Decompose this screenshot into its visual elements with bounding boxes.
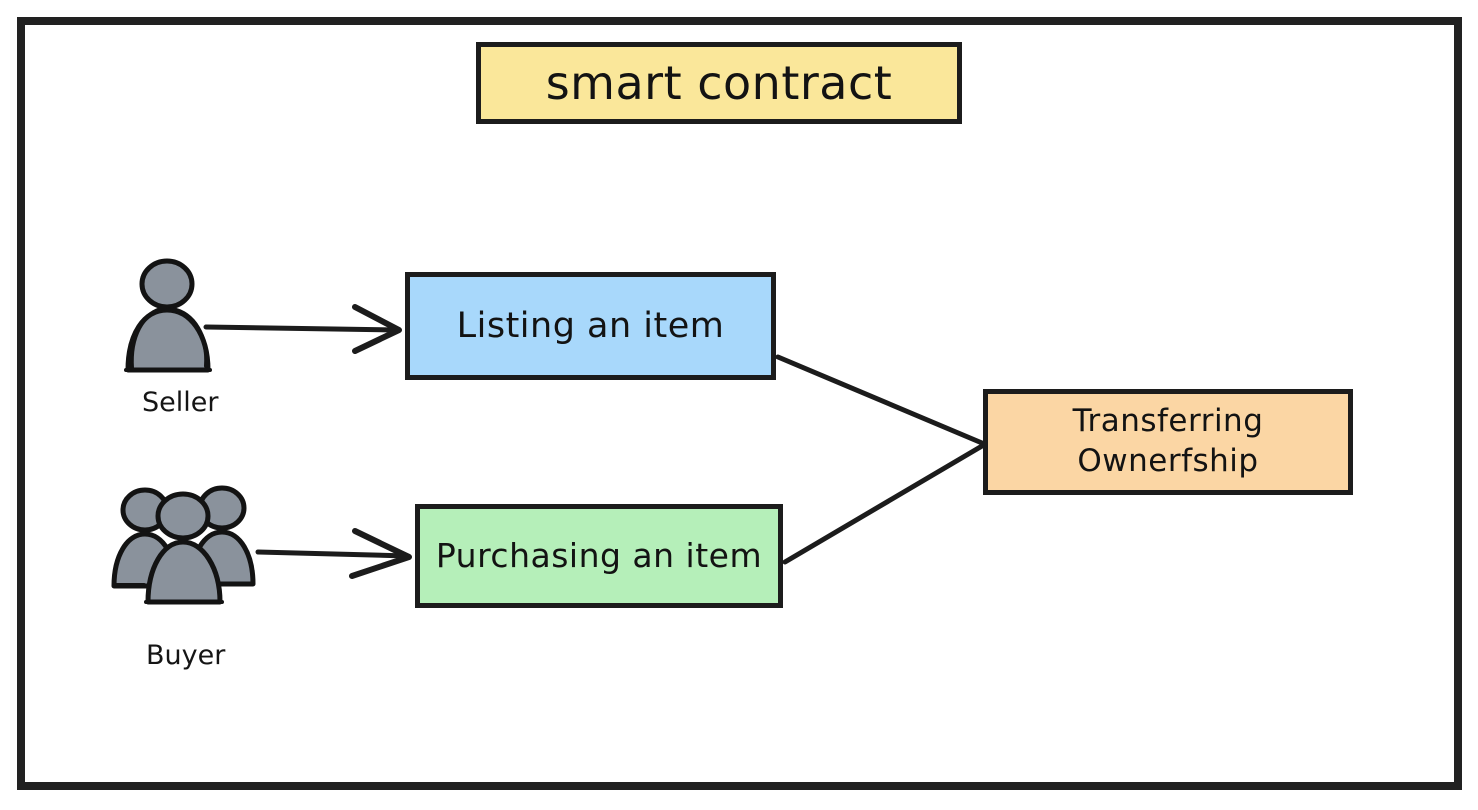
actor-seller[interactable] [112,258,242,373]
node-purchasing-an-item-label: Purchasing an item [435,535,763,575]
node-smart-contract-label: smart contract [545,55,893,110]
node-listing-an-item[interactable]: Listing an item [405,272,776,380]
diagram-outer-frame [17,17,1462,790]
node-transferring-ownership-label-line1: Transferring [1072,403,1264,440]
node-transferring-ownership-label-line2: Ownerfship [1077,443,1259,479]
node-listing-an-item-label: Listing an item [456,305,725,346]
node-purchasing-an-item[interactable]: Purchasing an item [415,504,783,608]
actor-buyer-label: Buyer [146,640,226,671]
actor-seller-label: Seller [142,387,219,418]
node-smart-contract[interactable]: smart contract [476,42,962,124]
node-transferring-ownership[interactable]: Transferring Ownerfship [983,389,1353,495]
actor-buyer[interactable] [110,484,270,606]
single-person-icon [124,258,212,373]
people-group-icon [111,485,256,605]
